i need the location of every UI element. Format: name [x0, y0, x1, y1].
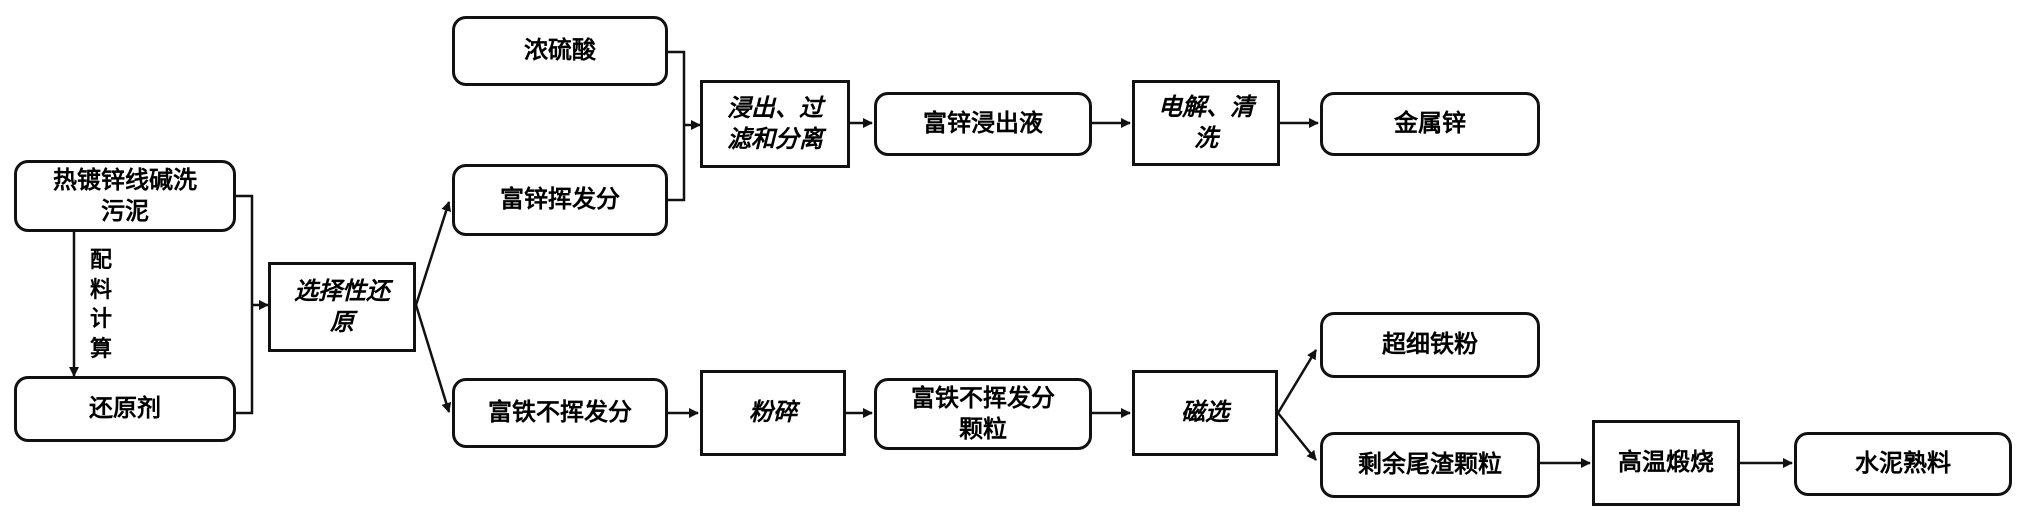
- node-iron-particles: 富铁不挥发分 颗粒: [874, 378, 1092, 450]
- annotation-ratio-calculation: 配 料 计 算: [89, 248, 112, 363]
- node-zinc-volatile: 富锌挥发分: [452, 164, 668, 236]
- node-zinc-leach-liquor: 富锌浸出液: [874, 92, 1092, 156]
- node-reducer: 还原剂: [14, 376, 236, 442]
- arrow-magnetic-to-powder: [1276, 349, 1318, 414]
- node-leach-filter-separate: 浸出、过 滤和分离: [700, 80, 850, 168]
- node-high-temp-calcination: 高温煅烧: [1592, 420, 1740, 506]
- node-sludge: 热镀锌线碱洗 污泥: [14, 160, 236, 232]
- node-selective-reduction: 选择性还 原: [268, 262, 416, 352]
- arrow-reduction-to-iron: [414, 304, 452, 413]
- node-electrolysis-wash: 电解、清 洗: [1132, 80, 1280, 166]
- node-residue-particles: 剩余尾渣颗粒: [1320, 432, 1540, 498]
- node-cement-clinker: 水泥熟料: [1794, 432, 2012, 496]
- node-metal-zinc: 金属锌: [1320, 92, 1540, 156]
- arrow-magnetic-to-residue: [1277, 412, 1317, 461]
- node-magnetic-separation: 磁选: [1132, 370, 1278, 456]
- node-iron-nonvolatile: 富铁不挥发分: [452, 378, 668, 448]
- connector-acid-zinc: [668, 50, 686, 202]
- node-crush: 粉碎: [700, 370, 846, 456]
- node-sulfuric-acid: 浓硫酸: [452, 16, 668, 86]
- connector-sludge-to-reduction: [236, 194, 254, 415]
- arrow-reduction-to-zinc: [414, 201, 452, 306]
- node-ultrafine-iron-powder: 超细铁粉: [1320, 312, 1540, 378]
